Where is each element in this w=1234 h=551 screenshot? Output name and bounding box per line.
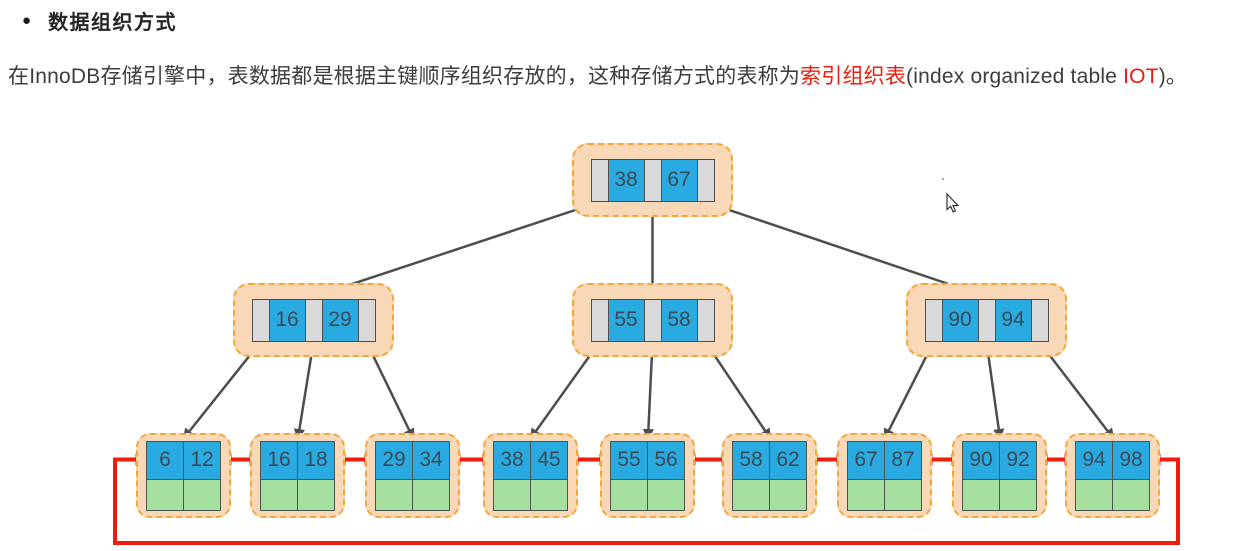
pointer-cell bbox=[977, 298, 996, 342]
btree-leaf-node: 58 62 bbox=[722, 433, 817, 518]
bullet-icon: ● bbox=[22, 12, 32, 29]
leaf-data-cell bbox=[297, 478, 335, 511]
node-cells: 16 29 bbox=[251, 298, 376, 342]
btree-leaf-node: 38 45 bbox=[483, 433, 578, 518]
leaf-cells: 58 62 bbox=[732, 440, 807, 511]
node-cells: 55 58 bbox=[590, 298, 715, 342]
leaf-data-cell bbox=[647, 478, 685, 511]
leaf-data-cell bbox=[999, 478, 1037, 511]
key-cell: 55 bbox=[607, 298, 645, 342]
pointer-cell bbox=[590, 158, 609, 202]
leaf-key-cell: 62 bbox=[769, 440, 807, 480]
paragraph-text: 在InnoDB存储引擎中，表数据都是根据主键顺序组织存放的，这种存储方式的表称为 bbox=[8, 65, 801, 88]
leaf-data-cell bbox=[375, 478, 413, 511]
key-cell: 38 bbox=[607, 158, 645, 202]
leaf-data-cell bbox=[530, 478, 568, 511]
leaf-key-cell: 58 bbox=[732, 440, 770, 480]
leaf-key-cell: 92 bbox=[999, 440, 1037, 480]
leaf-key-cell: 55 bbox=[610, 440, 648, 480]
leaf-data-cell bbox=[493, 478, 531, 511]
paragraph: 在InnoDB存储引擎中，表数据都是根据主键顺序组织存放的，这种存储方式的表称为… bbox=[8, 60, 1187, 90]
btree-leaf-node: 55 56 bbox=[600, 433, 695, 518]
pointer-cell bbox=[696, 158, 715, 202]
leaf-data-cell bbox=[412, 478, 450, 511]
key-cell: 94 bbox=[994, 298, 1032, 342]
pointer-cell bbox=[1030, 298, 1049, 342]
btree-leaf-node: 90 92 bbox=[952, 433, 1047, 518]
leaf-data-cell bbox=[884, 478, 922, 511]
paragraph-text: )。 bbox=[1158, 65, 1188, 88]
pointer-cell bbox=[643, 158, 662, 202]
leaf-key-cell: 98 bbox=[1112, 440, 1150, 480]
btree-leaf-node: 16 18 bbox=[250, 433, 345, 518]
btree-internal-node: 90 94 bbox=[906, 283, 1067, 357]
leaf-key-cell: 45 bbox=[530, 440, 568, 480]
leaf-key-cell: 34 bbox=[412, 440, 450, 480]
btree-internal-node: 16 29 bbox=[233, 283, 394, 357]
leaf-key-cell: 38 bbox=[493, 440, 531, 480]
leaf-data-cell bbox=[1112, 478, 1150, 511]
paragraph-text: (index organized table bbox=[906, 65, 1124, 88]
leaf-cells: 55 56 bbox=[610, 440, 685, 511]
leaf-data-cell bbox=[183, 478, 221, 511]
btree-leaf-node: 67 87 bbox=[837, 433, 932, 518]
leaf-key-cell: 94 bbox=[1075, 440, 1113, 480]
btree-leaf-node: 29 34 bbox=[365, 433, 460, 518]
leaf-data-cell bbox=[146, 478, 184, 511]
pointer-cell bbox=[696, 298, 715, 342]
pointer-cell bbox=[590, 298, 609, 342]
node-cells: 38 67 bbox=[590, 158, 715, 202]
leaf-cells: 38 45 bbox=[493, 440, 568, 511]
leaf-key-cell: 67 bbox=[847, 440, 885, 480]
mouse-cursor bbox=[941, 177, 960, 213]
leaf-data-cell bbox=[847, 478, 885, 511]
section-header: ● 数据组织方式 bbox=[22, 6, 177, 35]
leaf-key-cell: 56 bbox=[647, 440, 685, 480]
leaf-data-cell bbox=[769, 478, 807, 511]
leaf-key-cell: 90 bbox=[962, 440, 1000, 480]
leaf-key-cell: 12 bbox=[183, 440, 221, 480]
pointer-cell bbox=[251, 298, 270, 342]
pointer-cell bbox=[643, 298, 662, 342]
pointer-cell bbox=[924, 298, 943, 342]
leaf-data-cell bbox=[1075, 478, 1113, 511]
leaf-data-cell bbox=[260, 478, 298, 511]
leaf-key-cell: 6 bbox=[146, 440, 184, 480]
key-cell: 29 bbox=[321, 298, 359, 342]
node-cells: 90 94 bbox=[924, 298, 1049, 342]
pointer-cell bbox=[304, 298, 323, 342]
leaf-key-cell: 29 bbox=[375, 440, 413, 480]
btree-internal-node: 55 58 bbox=[572, 283, 733, 357]
btree-leaf-node: 94 98 bbox=[1065, 433, 1160, 518]
leaf-cells: 29 34 bbox=[375, 440, 450, 511]
leaf-cells: 94 98 bbox=[1075, 440, 1150, 511]
leaf-cells: 6 12 bbox=[146, 440, 221, 511]
highlight-term: 索引组织表 bbox=[800, 65, 907, 88]
leaf-data-cell bbox=[732, 478, 770, 511]
leaf-key-cell: 87 bbox=[884, 440, 922, 480]
leaf-key-cell: 16 bbox=[260, 440, 298, 480]
highlight-term: IOT bbox=[1123, 65, 1159, 88]
leaf-data-cell bbox=[610, 478, 648, 511]
leaf-cells: 90 92 bbox=[962, 440, 1037, 511]
key-cell: 58 bbox=[660, 298, 698, 342]
pointer-cell bbox=[357, 298, 376, 342]
leaf-key-cell: 18 bbox=[297, 440, 335, 480]
leaf-data-cell bbox=[962, 478, 1000, 511]
leaf-cells: 16 18 bbox=[260, 440, 335, 511]
key-cell: 16 bbox=[268, 298, 306, 342]
leaf-cells: 67 87 bbox=[847, 440, 922, 511]
btree-leaf-node: 6 12 bbox=[136, 433, 231, 518]
section-title: 数据组织方式 bbox=[48, 12, 178, 34]
btree-root-node: 38 67 bbox=[572, 143, 733, 217]
key-cell: 90 bbox=[941, 298, 979, 342]
key-cell: 67 bbox=[660, 158, 698, 202]
